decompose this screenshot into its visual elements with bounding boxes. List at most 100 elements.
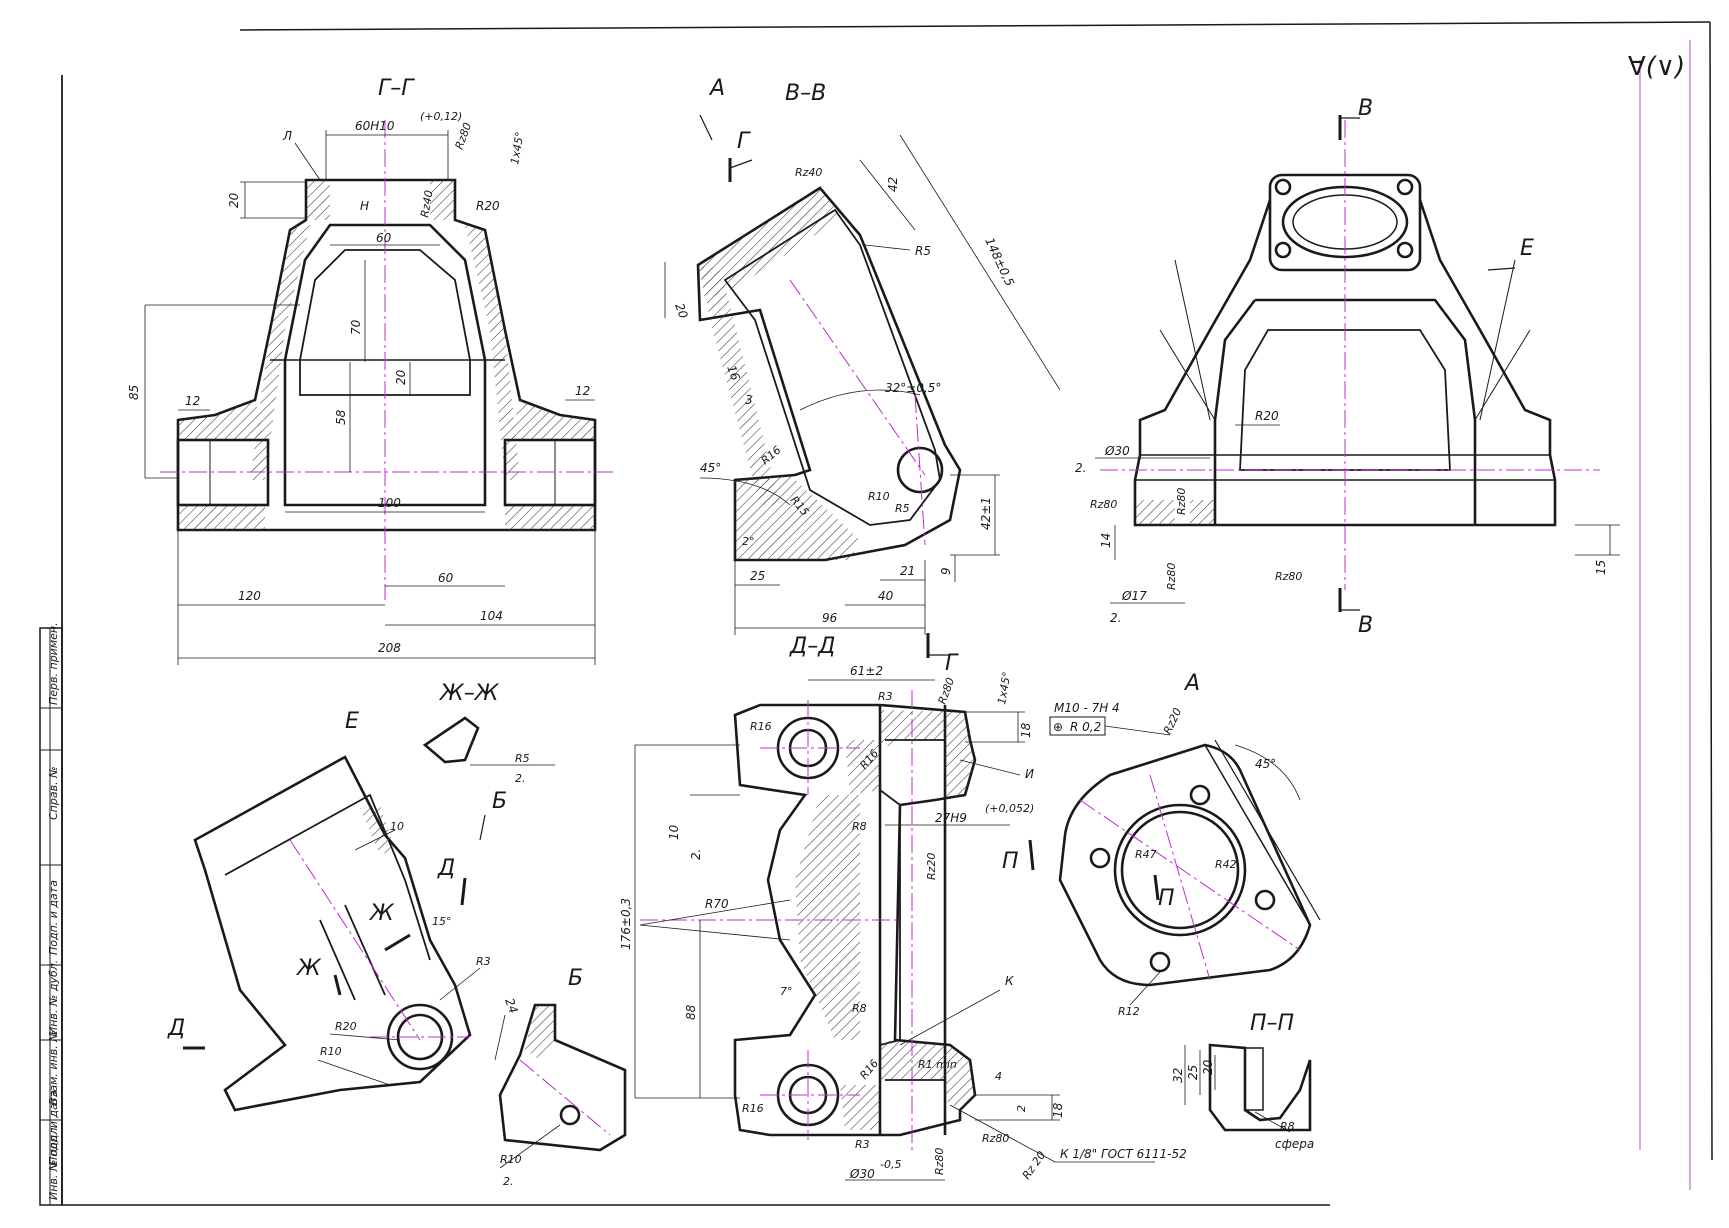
vv-dim-r5b: R5 — [895, 502, 910, 515]
pp-dim-25: 25 — [1186, 1065, 1200, 1080]
vv-dim-3: 3 — [745, 393, 753, 407]
e-mark-zh1: Ж — [368, 901, 395, 926]
left-stamp-strip: Перв. примен. Справ. № Подп. и дата Инв.… — [39, 622, 63, 1206]
a-mark-p2: П — [1158, 886, 1175, 911]
mark-g-bottom: Г — [945, 651, 959, 676]
tr-dim-rz80c: Rz80 — [1165, 563, 1178, 590]
vv-dim-r10: R10 — [868, 490, 890, 503]
tr-mark-e: Е — [1520, 236, 1534, 261]
dd-dim-88: 88 — [684, 1004, 698, 1020]
e-dim-r3: R3 — [476, 955, 491, 968]
dd-dim-r3b: R3 — [855, 1138, 870, 1151]
view-dd: Д–Д Г 61±2 R3 Rz80 1x45° 18 — [619, 633, 1187, 1182]
dd-dim-2: 2. — [689, 849, 703, 860]
stamp-label-1: Перв. примен. — [47, 622, 60, 705]
vv-dim-25: 25 — [750, 569, 765, 583]
tr-dim-rz80d: Rz80 — [1275, 570, 1302, 583]
stamp-label-7: Инв. № подл. — [47, 1124, 60, 1200]
zhzh-dim-2: 2. — [515, 772, 526, 785]
a-dim-45deg: 45° — [1255, 757, 1276, 771]
dd-dim-4: 4 — [995, 1070, 1002, 1083]
dd-dim-176: 176±0,3 — [619, 898, 633, 950]
a-dim-rz20: Rz20 — [1161, 706, 1184, 736]
vv-dim-42: 42 — [886, 177, 900, 192]
mark-g-top: Г — [737, 129, 751, 154]
a-dim-tol-sym: ⊕ — [1053, 720, 1063, 734]
vv-dim-20: 20 — [672, 301, 691, 320]
sheet-frame — [61, 21, 1713, 1206]
view-e: Е 10 15° R3 24 R20 R10 Д Ж Ж Д — [167, 709, 521, 1112]
dd-dim-7deg: 7° — [780, 985, 793, 998]
dd-dim-r16d: R16 — [742, 1102, 764, 1115]
e-dim-24: 24 — [502, 996, 520, 1015]
view-a: А М10 - 7Н 4 ⊕ R 0,2 Rz20 45° R47 R42 П … — [1002, 671, 1321, 1018]
stamp-label-6: Подп. и дата — [47, 1090, 60, 1165]
vv-dim-96: 96 — [822, 611, 838, 625]
tr-dim-rz80a: Rz80 — [1090, 498, 1117, 511]
e-dim-r20: R20 — [335, 1020, 357, 1033]
general-roughness-mark: ∀(∨) — [1628, 52, 1685, 82]
dd-dim-rz80c: Rz80 — [982, 1132, 1009, 1145]
dd-dim-chamfer: 1x45° — [995, 671, 1014, 706]
gg-dim-20a: 20 — [227, 192, 241, 208]
dd-dim-18b: 18 — [1051, 1102, 1065, 1118]
gg-dim-100: 100 — [378, 496, 401, 510]
pp-dim-20: 20 — [1201, 1059, 1215, 1075]
mark-a-arrow: А — [708, 76, 725, 101]
tr-mark-b-bottom: В — [1358, 613, 1373, 638]
dd-dim-10: 10 — [667, 824, 681, 840]
gg-dim-rz80: Rz80 — [453, 121, 475, 151]
dd-dim-r3a: R3 — [878, 690, 893, 703]
pp-dim-32: 32 — [1171, 1068, 1185, 1083]
a-mark-p1: П — [1002, 849, 1019, 874]
a-dim-r47: R47 — [1135, 848, 1157, 861]
dd-mark-k: К — [1005, 974, 1014, 988]
gg-dim-20b: 20 — [394, 369, 408, 385]
vv-dim-40: 40 — [878, 589, 894, 603]
gg-mark-l: Л — [282, 129, 292, 143]
view-zhzh-title: Ж–Ж — [438, 681, 500, 706]
e-dim-10: 10 — [390, 820, 404, 833]
dd-dim-27tol: (+0,052) — [985, 802, 1034, 815]
gg-dim-60a: 60 — [376, 231, 392, 245]
gg-dim-tol: (+0,12) — [420, 110, 462, 123]
dd-dim-r16a: R16 — [750, 720, 772, 733]
gg-mark-n: Н — [360, 199, 369, 213]
tr-dim-2a: 2. — [1075, 461, 1086, 475]
b-arrow-label: Б — [492, 789, 507, 814]
gg-dim-208: 208 — [378, 641, 401, 655]
e-mark-zh2: Ж — [295, 956, 322, 981]
b-dim-2: 2. — [503, 1175, 514, 1188]
e-mark-d1: Д — [437, 856, 455, 881]
tr-dim-15: 15 — [1594, 560, 1608, 575]
dd-dim-rz20b: Rz 20 — [1020, 1149, 1048, 1182]
view-pp-title: П–П — [1250, 1011, 1294, 1036]
dd-dim-2b: 2 — [1015, 1105, 1028, 1112]
view-gg: Г–Г 60H10 (+0,12) Rz80 1x45° Rz40 R20 — [127, 76, 615, 665]
dd-dim-61: 61±2 — [850, 664, 883, 678]
vv-dim-16: 16 — [724, 363, 743, 382]
view-b: Б Б R10 2. — [479, 789, 627, 1188]
vv-dim-42pm1: 42±1 — [979, 497, 993, 530]
tr-dim-r20: R20 — [1255, 409, 1279, 423]
zhzh-dim-r5: R5 — [515, 752, 530, 765]
dd-dim-r8a: R8 — [852, 820, 867, 833]
pp-dim-r8: R8 — [1280, 1120, 1295, 1133]
dd-dim-rz20: Rz20 — [925, 853, 938, 880]
tr-dim-d30: Ø30 — [1104, 444, 1130, 458]
gg-dim-85: 85 — [127, 385, 141, 400]
view-a-title: А — [1183, 671, 1200, 696]
tr-mark-b-top: В — [1358, 96, 1373, 121]
e-mark-d2: Д — [167, 1016, 185, 1041]
gg-dim-r20: R20 — [476, 199, 500, 213]
gg-dim-chamfer: 1x45° — [508, 131, 527, 166]
stamp-label-2: Справ. № — [47, 766, 60, 820]
a-dim-r42: R42 — [1215, 858, 1237, 871]
gg-dim-120: 120 — [238, 589, 261, 603]
dd-dim-d30: Ø30 — [849, 1167, 875, 1181]
dd-dim-rz80b: Rz80 — [933, 1148, 946, 1175]
tr-dim-d17: Ø17 — [1121, 589, 1147, 603]
dd-dim-thread: К 1/8" ГОСТ 6111-52 — [1060, 1147, 1187, 1161]
gg-dim-60h10: 60H10 — [355, 119, 395, 133]
view-top-right: В В Е R20 Ø30 2. Rz80 Rz80 — [1075, 96, 1620, 638]
